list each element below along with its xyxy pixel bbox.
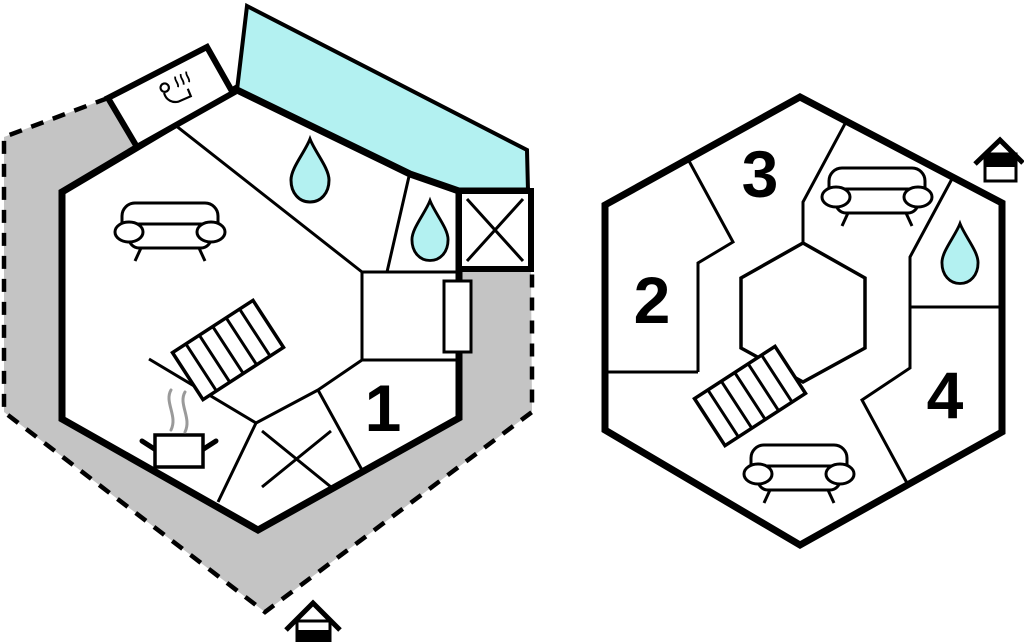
room-label-4: 4 xyxy=(927,358,964,432)
upper-floor-indicator-icon xyxy=(973,136,1024,183)
sauna-person-icon xyxy=(159,71,193,104)
crossed-room-x-icon xyxy=(261,429,332,489)
room-label-2: 2 xyxy=(634,263,671,337)
upper-interior-walls xyxy=(605,119,1002,484)
ground-floor-plan: 1 xyxy=(1,2,535,642)
room-label-1: 1 xyxy=(365,371,402,445)
ground-floor-indicator-icon xyxy=(284,599,342,642)
stove-pot-icon xyxy=(139,433,219,469)
upper-floor-plan: 2 3 4 xyxy=(601,93,1024,550)
sauna-annex xyxy=(103,43,238,152)
crossed-box-x-icon xyxy=(465,197,525,263)
entrance-door xyxy=(442,279,473,354)
terrace-dashed-border xyxy=(1,95,535,615)
steam-icon xyxy=(167,388,175,432)
steam-icon xyxy=(181,390,189,434)
room-label-3: 3 xyxy=(742,137,779,211)
